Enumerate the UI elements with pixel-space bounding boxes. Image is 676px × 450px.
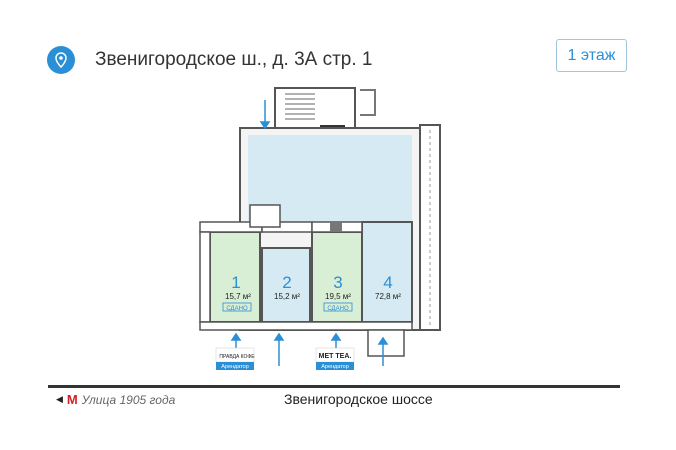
room-3-number: 3 [333, 273, 342, 292]
room-3-status: СДАНО [327, 306, 349, 312]
street-name: Звенигородское шоссе [284, 391, 433, 407]
room-4[interactable] [361, 221, 413, 323]
room-1-status: СДАНО [226, 306, 248, 312]
location-pin-icon [47, 46, 75, 74]
metro-m-icon: М [66, 392, 78, 407]
room-1-number: 1 [231, 273, 240, 292]
metro-station: ◀ М Улица 1905 года [56, 392, 175, 407]
staircase [274, 87, 376, 133]
metro-name: Улица 1905 года [81, 392, 176, 407]
room-1-area: 15,7 м² [225, 292, 251, 301]
room-4-number: 4 [383, 273, 392, 292]
room-2-number: 2 [282, 273, 291, 292]
tenant-1-label: Арендатор [221, 364, 249, 370]
room-2[interactable] [261, 247, 311, 323]
address-title: Звенигородское ш., д. 3А стр. 1 [95, 49, 373, 70]
room-3-area: 19,5 м² [325, 292, 351, 301]
arrow-left-icon: ◀ [56, 394, 63, 404]
tenant-3-logo: МЕТ ТЕА. [319, 353, 352, 360]
street-line [48, 385, 620, 388]
tenant-3-label: Арендатор [321, 364, 349, 370]
room-1[interactable] [209, 231, 261, 323]
room-4-area: 72,8 м² [375, 292, 401, 301]
floor-selector-button[interactable]: 1 этаж [556, 39, 627, 72]
tenant-1-logo: ПРАВДА КОФЕ [219, 354, 255, 360]
room-2-area: 15,2 м² [274, 292, 300, 301]
